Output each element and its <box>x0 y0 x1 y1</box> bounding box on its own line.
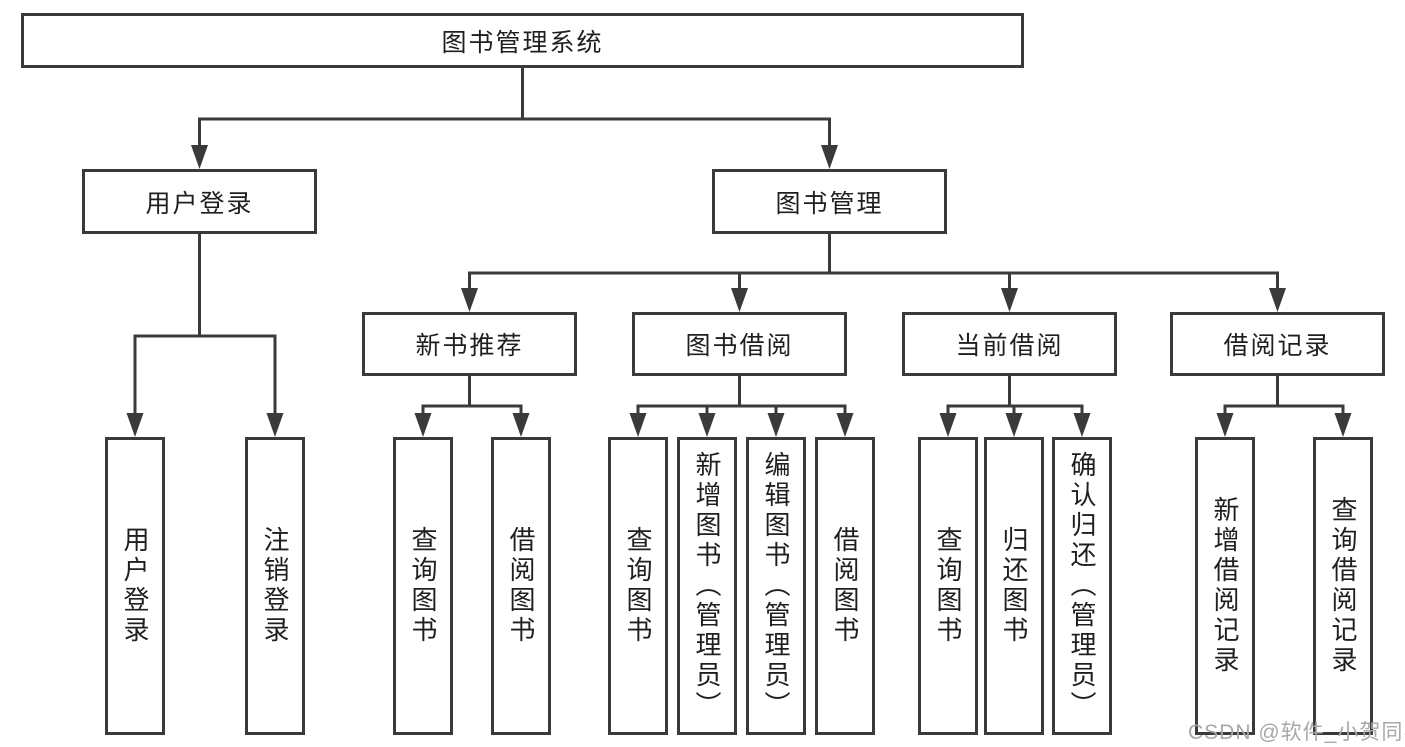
node-root-library-system: 图书管理系统 <box>21 13 1024 68</box>
node-current-borrow-label: 当前借阅 <box>955 332 1064 360</box>
node-book-management: 图书管理 <box>712 169 947 234</box>
leaf-query-borrow-record: 查询借阅记录 <box>1313 437 1373 735</box>
node-current-borrow: 当前借阅 <box>902 312 1117 376</box>
node-book-borrow: 图书借阅 <box>632 312 847 376</box>
leaf-query-books-current: 查询图书 <box>918 437 978 735</box>
leaf-confirm-return-admin: 确认归还（管理员） <box>1052 437 1112 735</box>
node-user-login: 用户登录 <box>82 169 317 234</box>
leaf-edit-books-admin: 编辑图书（管理员） <box>746 437 806 735</box>
leaf-query-books-recommend: 查询图书 <box>393 437 453 735</box>
node-user-login-label: 用户登录 <box>145 189 254 218</box>
node-book-management-label: 图书管理 <box>775 189 884 218</box>
leaf-borrow-books: 借阅图书 <box>815 437 875 735</box>
node-new-book-recommend: 新书推荐 <box>362 312 577 376</box>
leaf-user-login: 用户登录 <box>105 437 165 735</box>
node-book-borrow-label: 图书借阅 <box>685 332 794 360</box>
leaf-borrow-books-recommend: 借阅图书 <box>491 437 551 735</box>
leaf-return-books: 归还图书 <box>984 437 1044 735</box>
leaf-add-borrow-record: 新增借阅记录 <box>1195 437 1255 735</box>
leaf-logout: 注销登录 <box>245 437 305 735</box>
node-new-book-recommend-label: 新书推荐 <box>415 332 524 360</box>
leaf-query-books-borrow: 查询图书 <box>608 437 668 735</box>
watermark: CSDN @软件_小贺同学 <box>1188 721 1405 744</box>
node-borrow-records-label: 借阅记录 <box>1223 332 1332 360</box>
leaf-add-books-admin: 新增图书（管理员） <box>677 437 737 735</box>
node-borrow-records: 借阅记录 <box>1170 312 1385 376</box>
node-root-label: 图书管理系统 <box>441 28 604 57</box>
